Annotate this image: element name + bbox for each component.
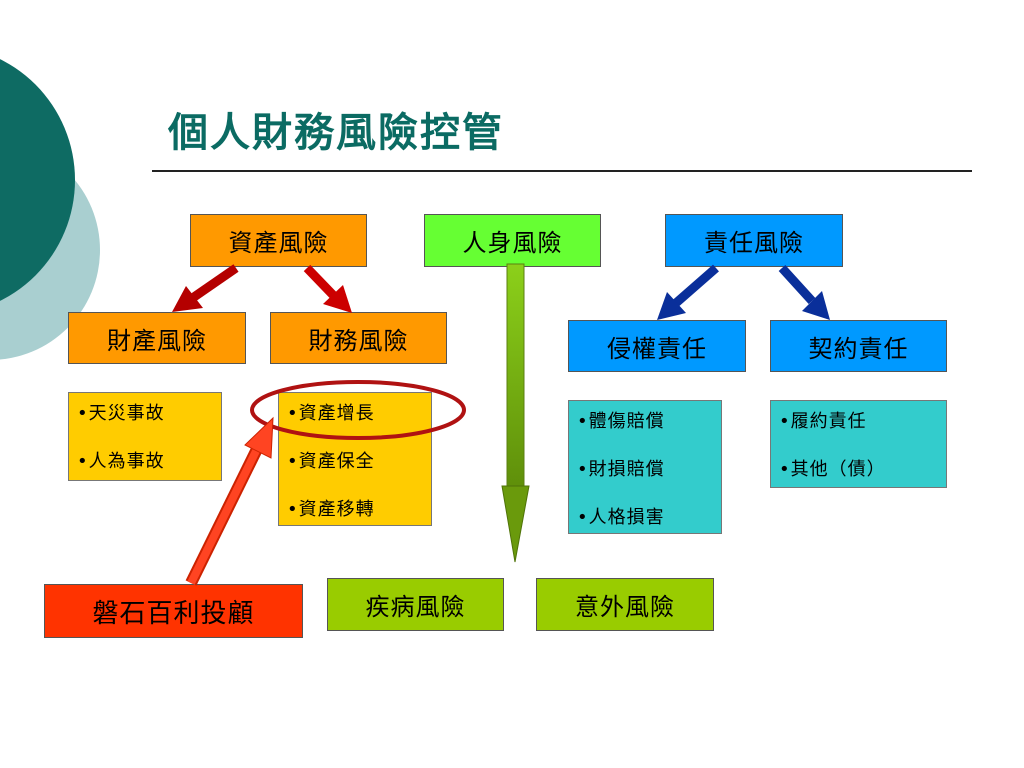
asset-risk-box: 資產風險 bbox=[190, 214, 367, 267]
list-item: 體傷賠償 bbox=[577, 407, 721, 455]
list-item: 財損賠償 bbox=[577, 455, 721, 503]
title-divider bbox=[152, 170, 972, 172]
list-item: 其他（債） bbox=[779, 455, 946, 503]
property-risk-box: 財產風險 bbox=[68, 312, 246, 364]
highlight-ellipse bbox=[250, 380, 466, 440]
property-risk-list: 天災事故 人為事故 bbox=[68, 392, 222, 481]
contract-liability-list: 履約責任 其他（債） bbox=[770, 400, 947, 488]
dark-teal-circle bbox=[0, 59, 75, 301]
personal-risk-box: 人身風險 bbox=[424, 214, 601, 267]
contract-liability-box: 契約責任 bbox=[770, 320, 947, 372]
list-item: 人格損害 bbox=[577, 503, 721, 551]
arrow-asset-to-financial bbox=[303, 264, 352, 313]
list-item: 資產增長 bbox=[287, 399, 431, 447]
disease-risk-box: 疾病風險 bbox=[327, 578, 504, 631]
arrow-liability-to-tort bbox=[657, 264, 719, 320]
list-item: 履約責任 bbox=[779, 407, 946, 455]
accident-risk-box: 意外風險 bbox=[536, 578, 714, 631]
financial-risk-box: 財務風險 bbox=[270, 312, 447, 364]
arrow-advisor-to-highlight bbox=[185, 416, 274, 586]
financial-risk-list: 資產增長 資產保全 資產移轉 bbox=[278, 392, 432, 526]
page-title: 個人財務風險控管 bbox=[168, 109, 504, 156]
tort-liability-list: 體傷賠償 財損賠償 人格損害 bbox=[568, 400, 722, 534]
arrow-liability-to-contract bbox=[778, 264, 830, 320]
advisor-box: 磐石百利投顧 bbox=[44, 584, 303, 638]
list-item: 資產移轉 bbox=[287, 495, 431, 543]
arrow-asset-to-property bbox=[172, 264, 239, 312]
tort-liability-box: 侵權責任 bbox=[568, 320, 746, 372]
liability-risk-box: 責任風險 bbox=[665, 214, 843, 267]
arrow-personal-down bbox=[501, 263, 530, 563]
list-item: 資產保全 bbox=[287, 447, 431, 495]
list-item: 天災事故 bbox=[77, 399, 221, 447]
list-item: 人為事故 bbox=[77, 447, 221, 495]
